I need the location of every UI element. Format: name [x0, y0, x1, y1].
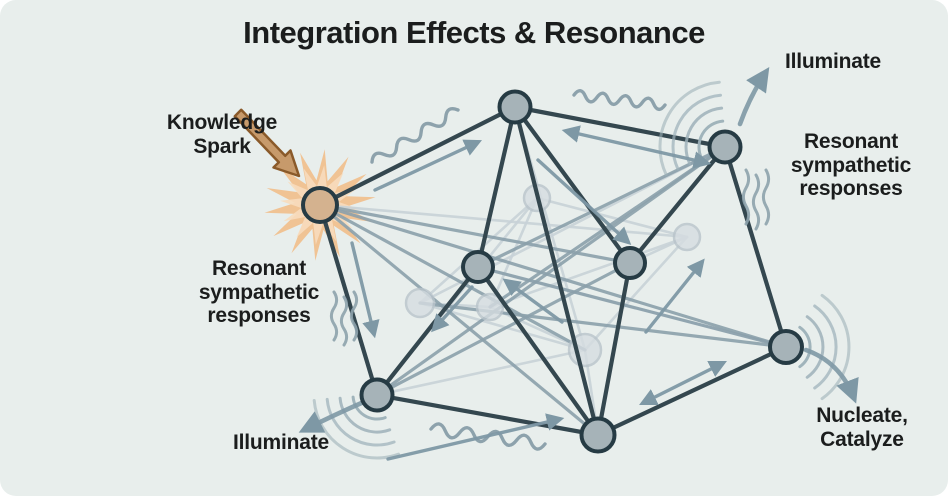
- flow-arrow: [373, 139, 483, 192]
- flow-arrow: [536, 158, 632, 245]
- knowledge-spark-arrow: [233, 108, 301, 178]
- ghost-node: [404, 287, 436, 319]
- network-edge: [374, 392, 601, 438]
- network-edge: [317, 104, 518, 208]
- network-edge-mid: [476, 265, 788, 349]
- network-edge: [512, 104, 601, 438]
- flow-arrow-double: [561, 125, 712, 169]
- network-edge-mid: [318, 203, 600, 437]
- ghost-node: [475, 292, 505, 322]
- flow-arrow: [386, 413, 565, 461]
- network-edge-light: [583, 235, 689, 352]
- page-title: Integration Effects & Resonance: [243, 15, 705, 50]
- network-node: [359, 377, 395, 413]
- network-edge: [512, 104, 633, 266]
- network-edge: [722, 144, 789, 350]
- network-edge: [595, 344, 789, 438]
- flow-arrow-double: [639, 361, 727, 405]
- resonance-wave-vertical: [751, 173, 761, 231]
- network-node: [461, 250, 495, 284]
- resonance-arc: [798, 325, 812, 369]
- network-edge-mid: [375, 261, 632, 397]
- flow-arrow: [431, 285, 474, 333]
- network-edge: [512, 104, 728, 150]
- label-resonant-left: Resonant sympathetic responses: [198, 257, 320, 328]
- network-node: [768, 329, 804, 365]
- network-edge-mid: [318, 203, 788, 349]
- network-edge-light: [535, 196, 689, 239]
- ghost-node: [672, 222, 702, 252]
- network-edge-mid: [318, 203, 587, 352]
- resonance-wave: [572, 88, 667, 112]
- resonance-arc: [351, 395, 387, 421]
- flow-arrow: [644, 258, 705, 334]
- resonance-wave: [370, 106, 460, 164]
- label-illuminate-top: Illuminate: [784, 50, 882, 73]
- resonance-arc: [338, 396, 392, 434]
- resonance-wave-vertical: [339, 295, 349, 347]
- network-node: [707, 129, 743, 165]
- label-illuminate-bottom: Illuminate: [232, 431, 330, 454]
- spark-node: [301, 186, 339, 224]
- network-node: [613, 246, 647, 280]
- resonance-arc: [813, 304, 838, 390]
- network-node: [497, 89, 533, 125]
- network-edge-light: [488, 196, 539, 309]
- network-edge: [374, 264, 481, 398]
- label-knowledge-spark: Knowledge Spark: [166, 111, 278, 158]
- label-resonant-right: Resonant sympathetic responses: [790, 130, 912, 201]
- resonance-arc: [805, 315, 825, 379]
- radiate-arrow: [803, 347, 859, 404]
- network-edge: [595, 260, 633, 438]
- radiate-arrow: [298, 398, 369, 433]
- network-edge-light: [375, 348, 587, 397]
- resonance-arc: [820, 293, 851, 401]
- flow-arrow: [350, 241, 380, 339]
- resonance-wave-vertical: [741, 168, 751, 226]
- resonance-arc: [325, 397, 396, 447]
- flow-arrow: [502, 278, 564, 324]
- network-node: [579, 416, 617, 454]
- radiate-arrow: [737, 67, 770, 127]
- resonance-wave-vertical: [349, 290, 359, 342]
- resonance-wave-vertical: [329, 290, 339, 342]
- network-edge: [317, 202, 380, 398]
- label-nucleate-catalyze: Nucleate, Catalyze: [816, 404, 908, 451]
- resonance-wave-vertical: [761, 168, 771, 226]
- network-edge: [475, 264, 601, 438]
- network-edge: [475, 104, 518, 270]
